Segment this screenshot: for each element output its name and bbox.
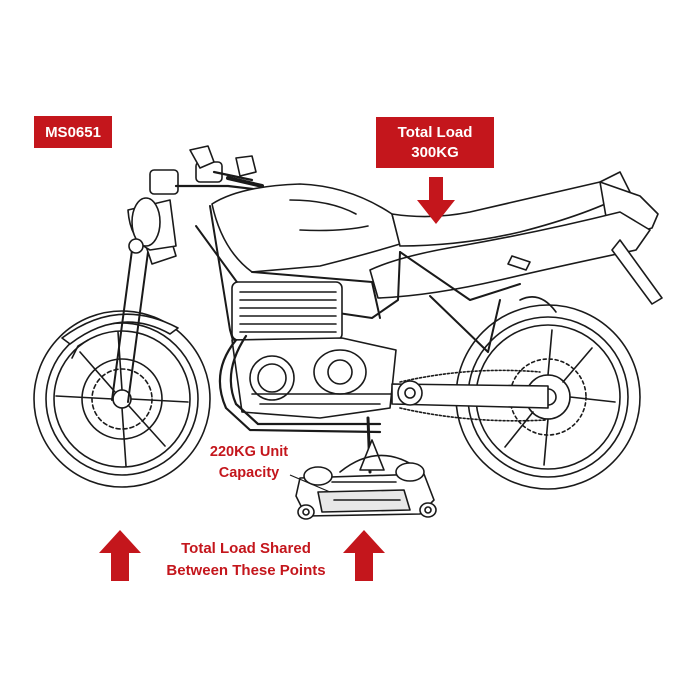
load-shared-text: Total Load Shared Between These Points bbox=[148, 538, 344, 582]
total-load-title: Total Load bbox=[397, 123, 473, 141]
load-box-bg bbox=[376, 117, 494, 168]
unit-capacity-text: 220KG Unit Capacity bbox=[196, 442, 302, 484]
up-arrow-left bbox=[99, 530, 141, 581]
total-load-box: Total Load 300KG bbox=[376, 117, 494, 168]
code-badge-bg bbox=[34, 116, 112, 148]
front-wheel bbox=[33, 310, 211, 488]
unit-capacity-line1: 220KG Unit bbox=[209, 444, 289, 460]
engine bbox=[231, 281, 397, 419]
load-arrows bbox=[99, 177, 455, 581]
load-shared-line1: Total Load Shared bbox=[181, 540, 311, 557]
load-shared-line2: Between These Points bbox=[166, 562, 326, 579]
unit-capacity-line2: Capacity bbox=[218, 465, 280, 481]
jack-lift-unit bbox=[295, 416, 437, 520]
total-load-value: 300KG bbox=[411, 143, 459, 161]
down-arrow bbox=[417, 177, 455, 224]
up-arrow-right bbox=[343, 530, 385, 581]
model-code-badge: MS0651 bbox=[34, 116, 112, 148]
model-code-label: MS0651 bbox=[45, 123, 101, 141]
